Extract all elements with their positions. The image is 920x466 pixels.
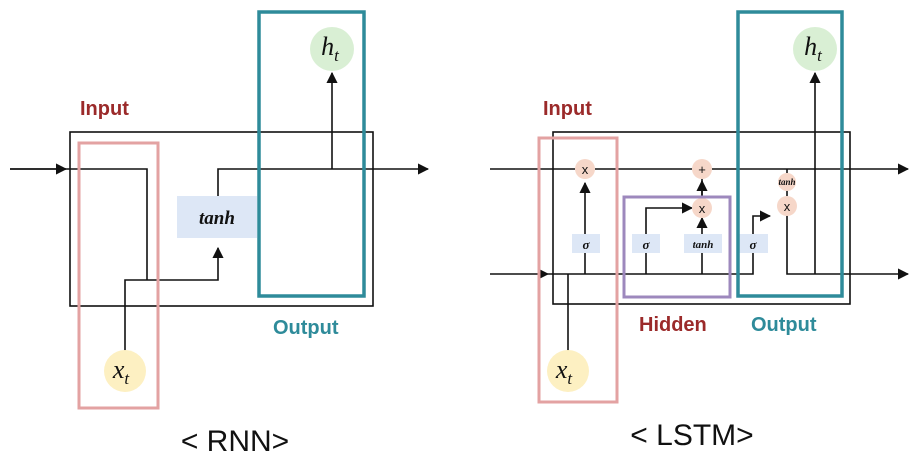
rnn-xt-node	[104, 350, 146, 392]
rnn-output-highlight	[257, 10, 366, 298]
lstm-input-label: Input	[543, 98, 592, 120]
lstm-ht-symbol: ht	[804, 32, 823, 65]
lstm-forget-mult-node	[575, 159, 595, 179]
lstm-xt-node	[547, 350, 589, 392]
lstm-input-gate-out	[645, 202, 694, 234]
lstm-hidden-label: Hidden	[639, 314, 707, 336]
lstm-output-sigma	[738, 234, 768, 253]
rnn-diagram: tanh xt ht Input Output < RNN>	[10, 10, 430, 458]
rnn-cell-box	[69, 131, 374, 307]
lstm-hidden-highlight	[622, 195, 732, 299]
rnn-ht-node	[310, 27, 354, 71]
rnn-xt-symbol: xt	[112, 355, 131, 388]
lstm-hidden-out-wire	[786, 214, 910, 280]
lstm-plus-node	[692, 159, 712, 179]
lstm-candidate-tanh-label: tanh	[693, 239, 714, 251]
lstm-xt-symbol: xt	[555, 355, 574, 388]
lstm-output-mult-node	[777, 196, 797, 216]
rnn-caption: < RNN>	[181, 425, 289, 458]
lstm-ht-node	[793, 27, 837, 71]
lstm-caption: < LSTM>	[630, 419, 753, 452]
lstm-input-highlight	[537, 136, 619, 404]
lstm-output-mult-label: x	[784, 199, 791, 214]
lstm-input-sigma	[632, 234, 660, 253]
lstm-cell-box	[552, 131, 851, 305]
lstm-forget-mult-label: x	[582, 162, 589, 177]
lstm-forget-sigma-label: σ	[582, 237, 590, 252]
rnn-tanh-gate	[177, 196, 257, 238]
rnn-input-highlight	[77, 141, 160, 410]
lstm-input-mult-node	[692, 198, 712, 218]
lstm-output-sigma-label: σ	[749, 237, 757, 252]
rnn-input-label: Input	[80, 98, 129, 120]
rnn-xt-to-tanh-wire	[124, 246, 224, 352]
lstm-forget-sigma	[572, 234, 600, 253]
lstm-output-highlight	[736, 10, 844, 298]
lstm-candidate-tanh	[684, 234, 722, 253]
lstm-input-sigma-label: σ	[642, 237, 650, 252]
rnn-ht-symbol: ht	[321, 32, 340, 65]
lstm-diagram: σ σ tanh σ x + x tanh x xt ht Input Hidd…	[490, 10, 910, 452]
rnn-hidden-out-wire	[217, 163, 430, 196]
lstm-tanh-node	[778, 173, 796, 191]
lstm-input-mult-label: x	[699, 201, 706, 216]
lstm-tanh-node-label: tanh	[778, 177, 795, 187]
rnn-tanh-label: tanh	[199, 208, 235, 229]
lstm-output-label: Output	[751, 314, 817, 336]
rnn-output-label: Output	[273, 317, 339, 339]
lstm-plus-label: +	[698, 162, 706, 177]
